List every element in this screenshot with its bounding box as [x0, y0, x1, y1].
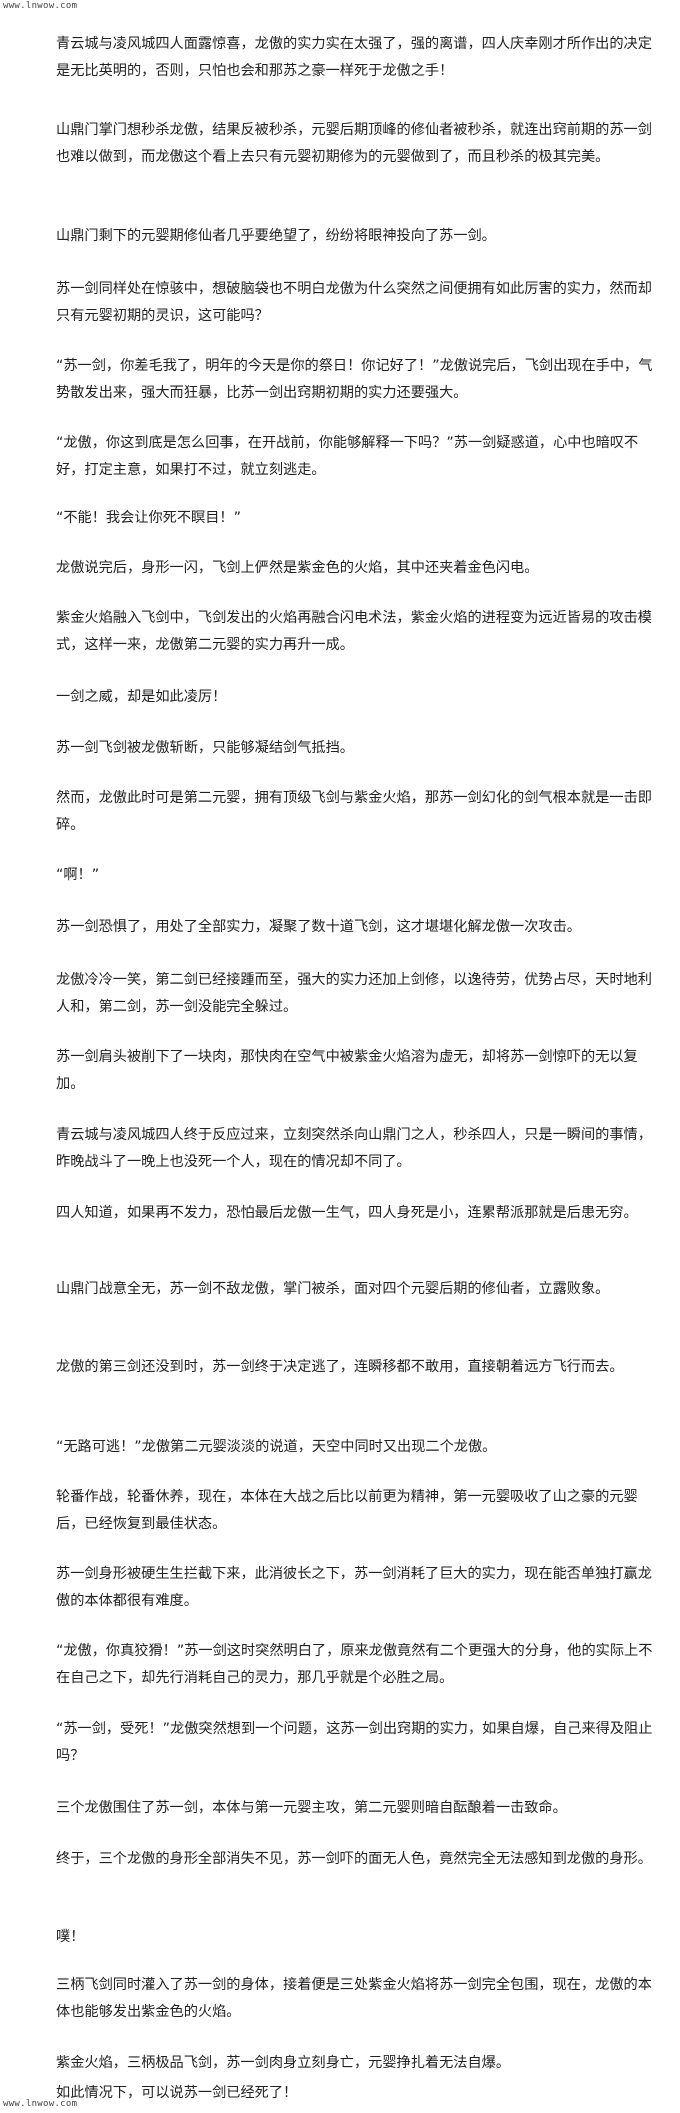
paragraph-7: “不能！我会让你死不瞑目！” — [56, 510, 241, 526]
paragraph-10: 一剑之威，却是如此凌厉！ — [56, 689, 227, 705]
paragraph-25: “苏一剑，受死！”龙傲突然想到一个问题，这苏一剑出窍期的实力，如果自爆，自己来得… — [56, 1721, 653, 1764]
paragraph-6: “龙傲，你这到底是怎么回事，在开战前，你能够解释一下吗？”苏一剑疑惑道，心中也暗… — [56, 435, 639, 478]
paragraph-16: 苏一剑肩头被削下了一块肉，那快肉在空气中被紫金火焰溶为虚无，却将苏一剑惊吓的无以… — [56, 1049, 638, 1092]
paragraph-4: 苏一剑同样处在惊骇中，想破脑袋也不明白龙傲为什么突然之间便拥有如此厉害的实力，然… — [56, 281, 652, 324]
paragraph-13: “啊！” — [56, 867, 100, 883]
paragraph-8: 龙傲说完后，身形一闪，飞剑上俨然是紫金色的火焰，其中还夹着金色闪电。 — [56, 560, 539, 576]
paragraph-21: “无路可逃！”龙傲第二元婴淡淡的说道，天空中同时又出现二个龙傲。 — [56, 1439, 497, 1455]
watermark-bottom: www.lnwow.com — [3, 2099, 78, 2109]
paragraph-5: “苏一剑，你差毛我了，明年的今天是你的祭日！你记好了！”龙傲说完后，飞剑出现在手… — [56, 358, 653, 401]
paragraph-15: 龙傲冷冷一笑，第二剑已经接踵而至，强大的实力还加上剑修，以逸待劳，优势占尽，天时… — [56, 972, 652, 1015]
paragraph-26: 三个龙傲围住了苏一剑，本体与第一元婴主攻，第二元婴则暗自酝酿着一击致命。 — [56, 1800, 567, 1816]
document-body: 青云城与凌风城四人面露惊喜，龙傲的实力实在太强了，强的离谱，四人庆幸刚才所作出的… — [0, 14, 680, 2101]
watermark-top: www.lnwow.com — [3, 1, 78, 11]
paragraph-9: 紫金火焰融入飞剑中，飞剑发出的火焰再融合闪电术法，紫金火焰的进程变为远近皆易的攻… — [56, 610, 652, 653]
paragraph-18: 四人知道，如果再不发力，恐怕最后龙傲一生气，四人身死是小，连累帮派那就是后患无穷… — [56, 1205, 638, 1221]
paragraph-30: 紫金火焰，三柄极品飞剑，苏一剑肉身立刻身亡，元婴挣扎着无法自爆。 — [56, 2055, 511, 2071]
paragraph-3: 山鼎门剩下的元婴期修仙者几乎要绝望了，纷纷将眼神投向了苏一剑。 — [56, 228, 496, 244]
paragraph-11: 苏一剑飞剑被龙傲斩断，只能够凝结剑气抵挡。 — [56, 740, 354, 756]
paragraph-31: 如此情况下，可以说苏一剑已经死了！ — [56, 2085, 298, 2101]
paragraph-24: “龙傲，你真狡猾！”苏一剑这时突然明白了，原来龙傲竟然有二个更强大的分身，他的实… — [56, 1643, 653, 1686]
paragraph-22: 轮番作战，轮番休养，现在，本体在大战之后比以前更为精神，第一元婴吸收了山之豪的元… — [56, 1489, 638, 1532]
paragraph-27: 终于，三个龙傲的身形全部消失不见，苏一剑吓的面无人色，竟然完全无法感知到龙傲的身… — [56, 1851, 652, 1867]
paragraph-20: 龙傲的第三剑还没到时，苏一剑终于决定逃了，连瞬移都不敢用，直接朝着远方飞行而去。 — [56, 1359, 624, 1375]
paragraph-29: 三柄飞剑同时灌入了苏一剑的身体，接着便是三处紫金火焰将苏一剑完全包围，现在，龙傲… — [56, 1977, 652, 2020]
paragraph-28: 噗！ — [56, 1929, 85, 1945]
paragraph-23: 苏一剑身形被硬生生拦截下来，此消彼长之下，苏一剑消耗了巨大的实力，现在能否单独打… — [56, 1566, 652, 1609]
paragraph-2: 山鼎门掌门想秒杀龙傲，结果反被秒杀，元婴后期顶峰的修仙者被秒杀，就连出窍前期的苏… — [56, 122, 652, 165]
paragraph-1: 青云城与凌风城四人面露惊喜，龙傲的实力实在太强了，强的离谱，四人庆幸刚才所作出的… — [56, 36, 652, 79]
paragraph-14: 苏一剑恐惧了，用处了全部实力，凝聚了数十道飞剑，这才堪堪化解龙傲一次攻击。 — [56, 919, 581, 935]
paragraph-19: 山鼎门战意全无，苏一剑不敌龙傲，掌门被杀，面对四个元婴后期的修仙者，立露败象。 — [56, 1281, 610, 1297]
paragraph-12: 然而，龙傲此时可是第二元婴，拥有顶级飞剑与紫金火焰，那苏一剑幻化的剑气根本就是一… — [56, 790, 652, 833]
paragraph-17: 青云城与凌风城四人终于反应过来，立刻突然杀向山鼎门之人，秒杀四人，只是一瞬间的事… — [56, 1127, 652, 1170]
